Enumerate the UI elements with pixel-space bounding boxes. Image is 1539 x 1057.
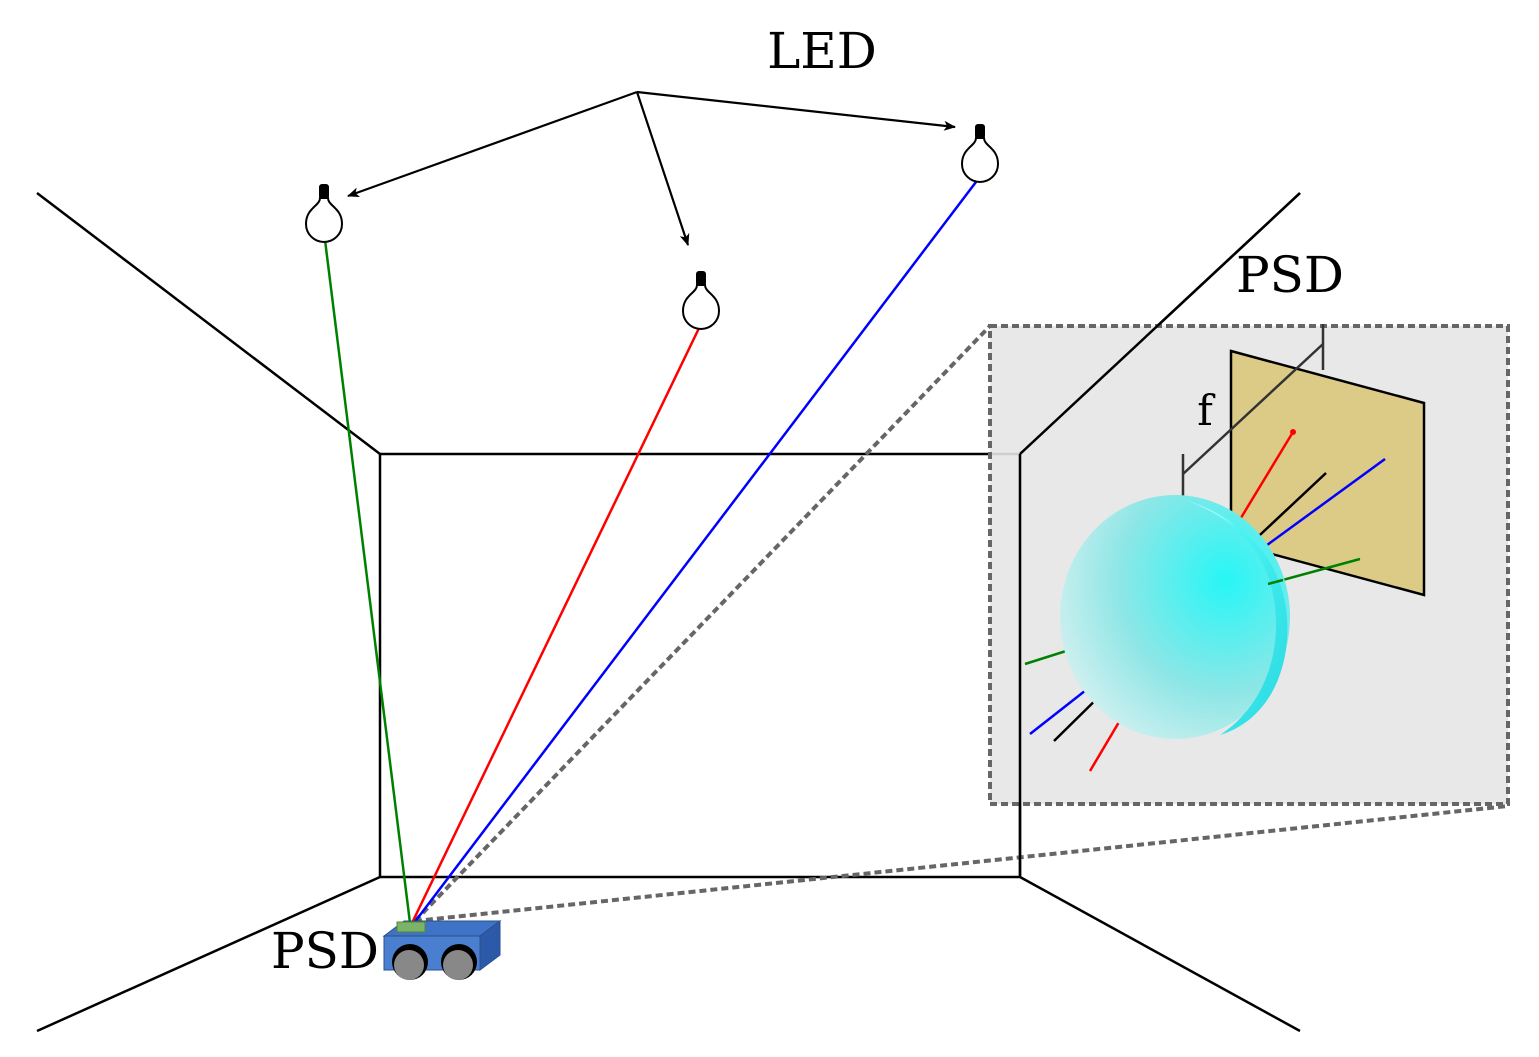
led-label: LED — [767, 22, 877, 80]
psd-inset-label: PSD — [1236, 246, 1344, 304]
light-bulb-icon — [681, 271, 721, 330]
floor-edge-right — [1019, 875, 1301, 1033]
room-lines-inset — [1018, 192, 1301, 877]
lens-exit-green — [1267, 578, 1284, 586]
plate-spot — [1290, 429, 1296, 435]
light-bulb-icon — [960, 124, 1000, 183]
floor-edge-left — [36, 875, 381, 1033]
lens — [1060, 495, 1290, 739]
psd-sensor-plate — [1229, 349, 1426, 597]
ceiling-edge-left — [36, 192, 381, 455]
focal-length-marker — [1181, 324, 1325, 500]
rays — [323, 177, 980, 924]
plate-rays — [1231, 431, 1386, 586]
ray-red — [410, 323, 703, 924]
back-wall — [378, 452, 1022, 879]
zoom-lines — [413, 324, 1509, 923]
led-arrows — [347, 90, 956, 246]
robot-vehicle-icon — [382, 920, 502, 980]
ray-blue — [413, 177, 980, 924]
psd-robot-label: PSD — [271, 922, 379, 980]
ray-green — [323, 239, 412, 924]
light-bulb-icon — [304, 184, 344, 243]
focal-length-label: f — [1197, 386, 1216, 435]
